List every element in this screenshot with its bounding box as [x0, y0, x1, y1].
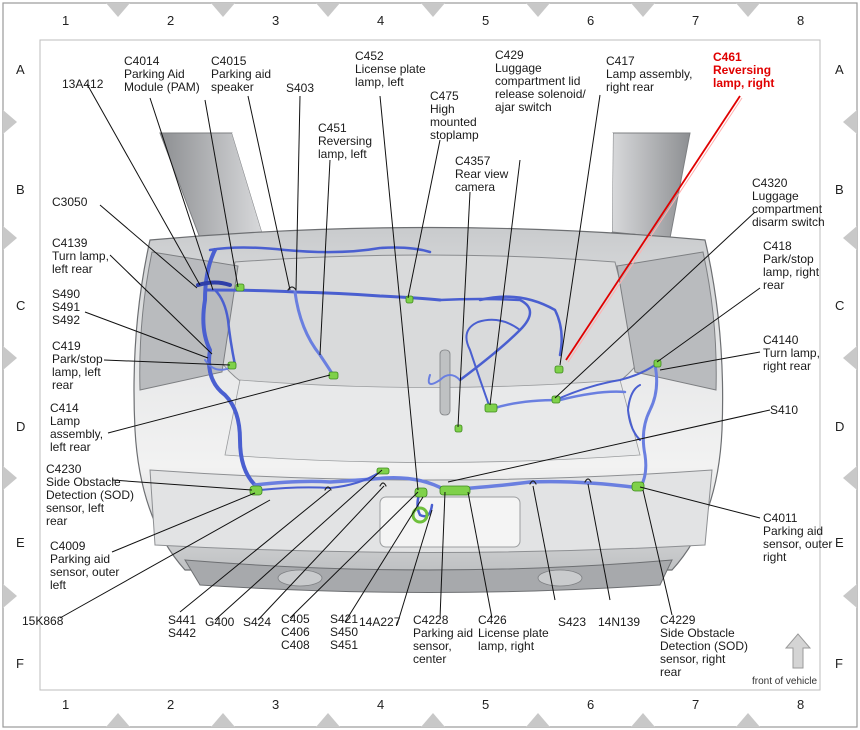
callout-c4139: C4139 Turn lamp, left rear	[52, 236, 109, 276]
grid-marker	[3, 226, 17, 250]
grid-row-right: B	[835, 182, 844, 197]
grid-row-right: F	[835, 656, 843, 671]
grid-row-left: E	[16, 535, 25, 550]
grid-marker	[316, 3, 340, 17]
grid-column-bottom: 8	[797, 697, 805, 712]
callout-c405: C405 C406 C408	[281, 612, 310, 652]
grid-marker	[843, 466, 857, 490]
callout-c4320: C4320 Luggage compartment disarm switch	[752, 176, 825, 229]
leader-lines	[59, 83, 771, 626]
callout-s403: S403	[286, 81, 315, 95]
grid-marker	[3, 466, 17, 490]
grid-marker	[843, 584, 857, 608]
grid-row-left: C	[16, 298, 26, 313]
grid-marker	[736, 713, 760, 727]
grid-column-bottom: 3	[272, 697, 280, 712]
grid-marker	[421, 713, 445, 727]
callout-c4230: C4230 Side Obstacle Detection (SOD) sens…	[46, 462, 135, 528]
callout-15k868: 15K868	[22, 614, 64, 628]
grid-row-right: C	[835, 298, 845, 313]
grid-marker	[843, 110, 857, 134]
callout-c417: C417 Lamp assembly, right rear	[606, 54, 693, 94]
callout-14n139: 14N139	[598, 615, 641, 629]
grid-column-bottom: 5	[482, 697, 490, 712]
grid-row-left: D	[16, 419, 26, 434]
vehicle-rear-view	[133, 132, 724, 593]
highlight-leader-c461	[565, 95, 741, 361]
grid-column-top: 4	[377, 13, 385, 28]
grid-row-left: A	[16, 62, 25, 77]
callout-c475: C475 High mounted stoplamp	[430, 89, 479, 142]
grid-marker	[631, 713, 655, 727]
grid-row-left: B	[16, 182, 25, 197]
grid-marker	[3, 346, 17, 370]
inner-border	[39, 39, 821, 691]
callout-c4014: C4014 Parking Aid Module (PAM)	[124, 54, 200, 94]
grid-marker	[211, 713, 235, 727]
callout-c461: C461 Reversing lamp, right	[713, 50, 775, 90]
grid-column-top: 1	[62, 13, 70, 28]
callout-s424: S424	[243, 615, 272, 629]
grid-marker	[3, 584, 17, 608]
callout-c4011: C4011 Parking aid sensor, outer right	[763, 511, 833, 564]
callout-c4009: C4009 Parking aid sensor, outer left	[50, 539, 120, 592]
grid-marker	[526, 3, 550, 17]
grid-column-bottom: 2	[167, 697, 175, 712]
grid-marker	[631, 3, 655, 17]
grid-row-left: F	[16, 656, 24, 671]
grid-row-right: A	[835, 62, 844, 77]
grid-column-top: 2	[167, 13, 175, 28]
grid-marker	[106, 3, 130, 17]
callout-s490: S490 S491 S492	[52, 287, 81, 327]
grid-marker	[526, 713, 550, 727]
callout-c4140: C4140 Turn lamp, right rear	[763, 333, 820, 373]
callout-c452: C452 License plate lamp, left	[355, 49, 426, 89]
callout-c451: C451 Reversing lamp, left	[318, 121, 373, 161]
grid-marker	[736, 3, 760, 17]
grid-marker	[421, 3, 445, 17]
grid-column-top: 5	[482, 13, 490, 28]
callout-c426: C426 License plate lamp, right	[478, 613, 549, 653]
callout-c4357: C4357 Rear view camera	[455, 154, 509, 194]
grid-marker	[316, 713, 340, 727]
callout-s421: S421 S450 S451	[330, 612, 359, 652]
callout-14a227: 14A227	[359, 615, 401, 629]
callout-c419: C419 Park/stop lamp, left rear	[52, 339, 103, 392]
callout-c4228: C4228 Parking aid sensor, center	[413, 613, 474, 666]
grid-marker	[843, 226, 857, 250]
callout-c3050: C3050	[52, 195, 88, 209]
grid-markers	[3, 3, 857, 727]
grid-column-bottom: 1	[62, 697, 70, 712]
front-arrow-icon	[784, 633, 812, 669]
callout-c4229: C4229 Side Obstacle Detection (SOD) sens…	[660, 613, 749, 679]
grid-marker	[106, 713, 130, 727]
callout-g400: G400	[205, 615, 235, 629]
grid-column-top: 8	[797, 13, 805, 28]
callout-c429: C429 Luggage compartment lid release sol…	[495, 48, 586, 114]
grid-marker	[843, 346, 857, 370]
grid-column-top: 6	[587, 13, 595, 28]
wiring-harness	[196, 246, 659, 518]
grid-column-bottom: 4	[377, 697, 385, 712]
grid-column-top: 3	[272, 13, 280, 28]
callout-s423: S423	[558, 615, 587, 629]
grid-column-bottom: 7	[692, 697, 700, 712]
grid-marker	[3, 110, 17, 134]
callout-s410: S410	[770, 403, 799, 417]
callout-13a412: 13A412	[62, 77, 104, 91]
callout-c414: C414 Lamp assembly, left rear	[50, 401, 104, 454]
front-of-vehicle-label: front of vehicle	[752, 676, 818, 687]
connectors	[227, 283, 662, 524]
grid-row-right: D	[835, 419, 845, 434]
grid-column-top: 7	[692, 13, 700, 28]
callout-s441: S441 S442	[168, 613, 197, 640]
grid-column-bottom: 6	[587, 697, 595, 712]
callout-c418: C418 Park/stop lamp, right rear	[763, 239, 820, 292]
callout-c4015: C4015 Parking aid speaker	[211, 54, 272, 94]
grid-row-right: E	[835, 535, 844, 550]
grid-marker	[211, 3, 235, 17]
highlight-leader-c461-glow	[567, 97, 743, 363]
